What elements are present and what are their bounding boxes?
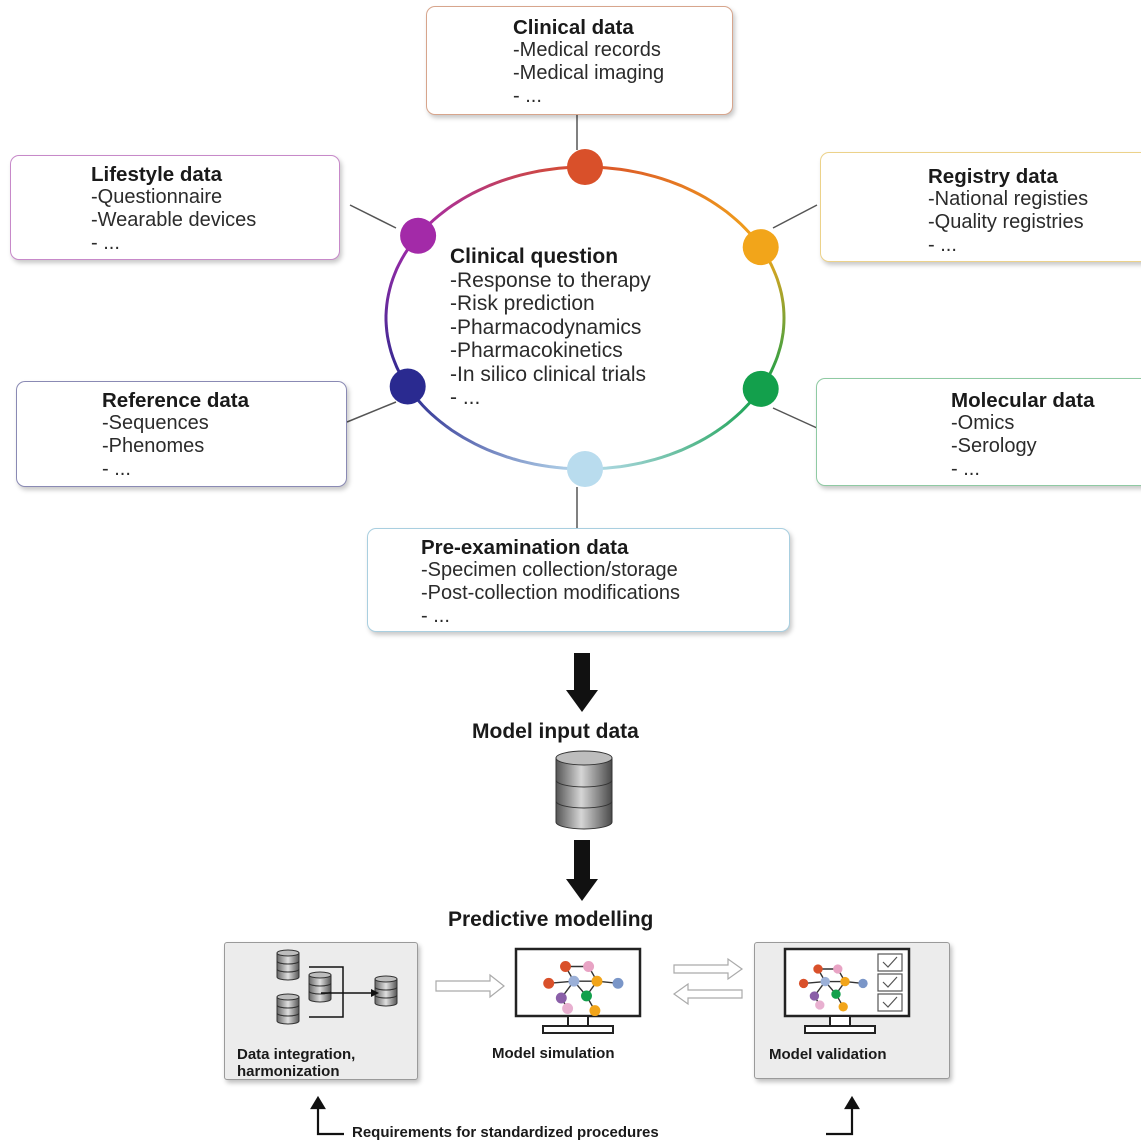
registry-data-item-3: - ... bbox=[928, 234, 957, 256]
ring-arc bbox=[584, 388, 762, 471]
ring-arc bbox=[584, 165, 762, 248]
node-lifestyle bbox=[400, 217, 437, 254]
reference-data-title: Reference data bbox=[102, 389, 249, 412]
pre-examination-data-item-1: -Specimen collection/storage bbox=[421, 559, 678, 581]
clinical-data-item-3: - ... bbox=[513, 85, 542, 107]
node-reference bbox=[389, 368, 426, 405]
database-cylinder bbox=[308, 971, 332, 987]
model-validation-label: Model validation bbox=[769, 1046, 887, 1063]
clinical-data-title: Clinical data bbox=[513, 16, 634, 39]
molecular-data-title: Molecular data bbox=[951, 389, 1095, 412]
clinical-question-ring bbox=[384, 165, 786, 471]
reference-data-item-2: -Phenomes bbox=[102, 435, 205, 457]
clinical-question-item-6: - ... bbox=[450, 386, 481, 409]
node-clinical bbox=[567, 149, 603, 185]
molecular-data-item-3: - ... bbox=[951, 458, 980, 480]
data-integration-label-line-2: harmonization bbox=[237, 1063, 340, 1080]
clinical-data-item-1: -Medical records bbox=[513, 39, 661, 61]
database-cylinder bbox=[276, 949, 300, 965]
registry-data-title: Registry data bbox=[928, 165, 1058, 188]
reference-data-item-3: - ... bbox=[102, 458, 131, 480]
node-molecular bbox=[742, 370, 779, 407]
outline-arrow-exchange bbox=[672, 957, 744, 1006]
molecular-data-item-1: -Omics bbox=[951, 412, 1015, 434]
reference-data-item-1: -Sequences bbox=[102, 412, 209, 434]
registry-data-box: Registry data -National registies -Quali… bbox=[820, 152, 1141, 262]
lifestyle-data-box: Lifestyle data -Questionnaire -Wearable … bbox=[10, 155, 340, 260]
ring-arc bbox=[384, 234, 420, 388]
data-integration-label: Data integration, harmonization bbox=[237, 1046, 355, 1080]
pre-examination-data-item-3: - ... bbox=[421, 605, 450, 627]
connector-reference bbox=[346, 401, 397, 423]
lifestyle-data-item-1: -Questionnaire bbox=[91, 186, 223, 208]
connector-registry bbox=[772, 204, 818, 229]
database-cylinder bbox=[374, 975, 398, 991]
node-preexam bbox=[567, 451, 603, 487]
clinical-data-box: Clinical data -Medical records -Medical … bbox=[426, 6, 733, 115]
ring-arc bbox=[406, 385, 586, 471]
clinical-question-item-1: -Response to therapy bbox=[450, 268, 651, 292]
node-registry bbox=[742, 229, 779, 266]
molecular-data-box: Molecular data -Omics -Serology - ... bbox=[816, 378, 1141, 486]
outline-arrow-right bbox=[435, 973, 505, 999]
requirements-label: Requirements for standardized procedures bbox=[352, 1124, 659, 1141]
database-merge-icon bbox=[276, 949, 398, 1025]
connector-molecular bbox=[772, 407, 818, 429]
clinical-data-item-2: -Medical imaging bbox=[513, 62, 665, 84]
requirements-bracket bbox=[310, 1095, 860, 1136]
model-input-data-label: Model input data bbox=[472, 720, 639, 743]
clinical-question-item-4: -Pharmacokinetics bbox=[450, 339, 623, 362]
clinical-question-item-5: -In silico clinical trials bbox=[450, 362, 647, 386]
down-arrow-1 bbox=[566, 653, 598, 712]
molecular-data-item-2: -Serology bbox=[951, 435, 1037, 457]
down-arrow-2 bbox=[566, 840, 598, 901]
predictive-modelling-label: Predictive modelling bbox=[448, 908, 654, 931]
clinical-question-item-3: -Pharmacodynamics bbox=[450, 315, 642, 339]
pre-examination-data-box: Pre-examination data -Specimen collectio… bbox=[367, 528, 790, 632]
database-cylinder bbox=[276, 993, 300, 1009]
data-integration-label-line-1: Data integration, bbox=[237, 1046, 356, 1063]
clinical-question-title: Clinical question bbox=[450, 245, 619, 268]
database-cylinder bbox=[555, 750, 613, 788]
registry-data-item-1: -National registies bbox=[928, 188, 1089, 210]
ring-arc bbox=[416, 165, 586, 237]
pre-examination-data-item-2: -Post-collection modifications bbox=[421, 582, 680, 604]
clinical-question-text: Clinical question -Response to therapy -… bbox=[450, 245, 651, 410]
ring-nodes bbox=[389, 149, 779, 487]
registry-data-item-2: -Quality registries bbox=[928, 211, 1084, 233]
lifestyle-data-item-2: -Wearable devices bbox=[91, 209, 257, 231]
reference-data-box: Reference data -Sequences -Phenomes - ..… bbox=[16, 381, 347, 487]
data-integration-box: Data integration, harmonization bbox=[224, 942, 418, 1080]
pre-examination-data-title: Pre-examination data bbox=[421, 536, 629, 559]
lifestyle-data-item-3: - ... bbox=[91, 232, 120, 254]
model-simulation-label: Model simulation bbox=[492, 1045, 615, 1062]
database-icon bbox=[555, 750, 613, 830]
model-validation-box: Model validation bbox=[754, 942, 950, 1079]
connector-lifestyle bbox=[349, 204, 397, 229]
ring-arc bbox=[759, 246, 786, 390]
clinical-question-item-2: -Risk prediction bbox=[450, 292, 595, 315]
lifestyle-data-title: Lifestyle data bbox=[91, 163, 223, 186]
